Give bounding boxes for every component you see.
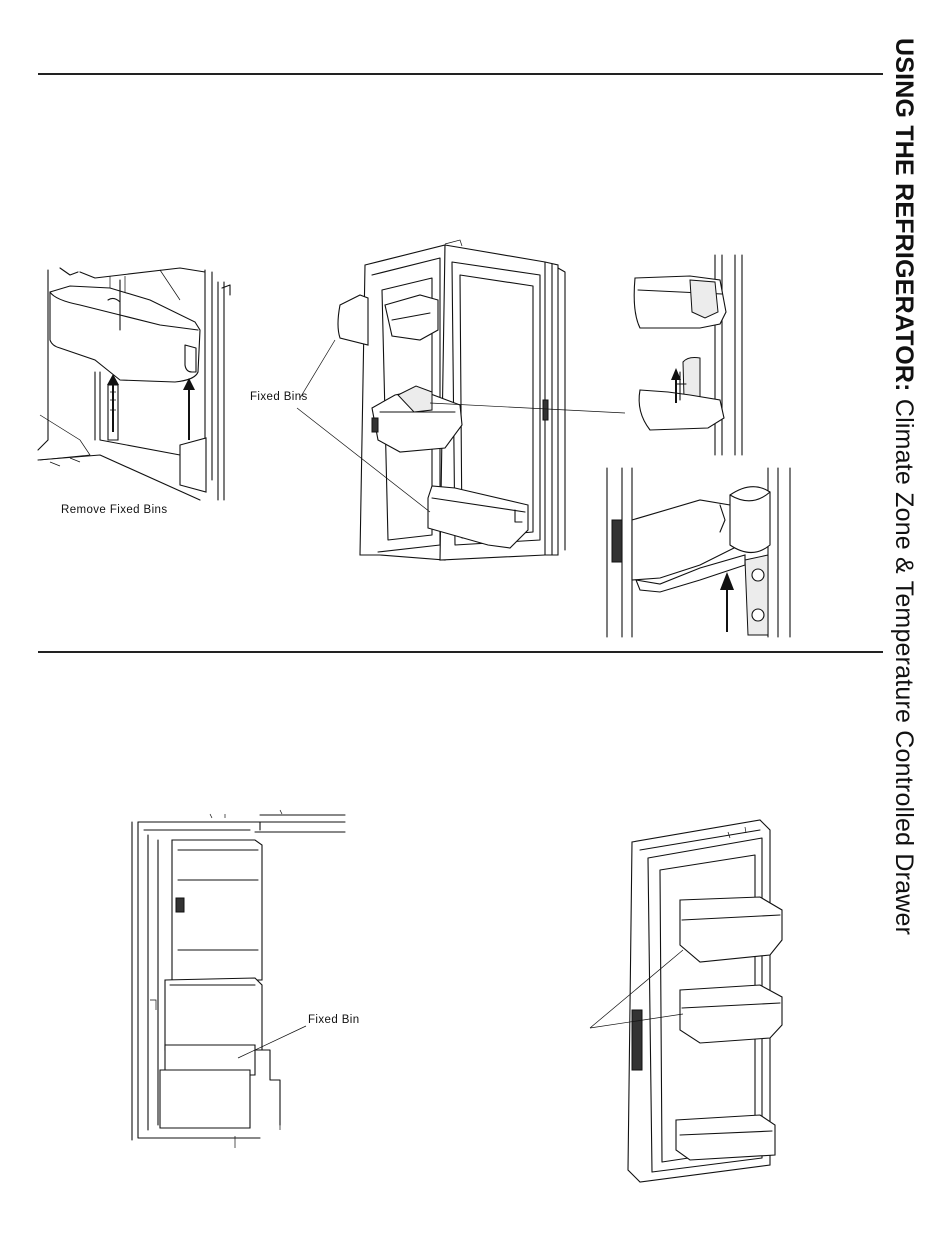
illustration-bin-lift-detail: [634, 255, 742, 455]
illustration-hook-detail: [607, 468, 790, 637]
illustration-door-bins: [590, 820, 782, 1182]
label-remove-fixed-bins: Remove Fixed Bins: [61, 504, 168, 516]
illustration-door-fixed-bins: [338, 240, 565, 560]
illustration-drawer-side-view: [132, 810, 345, 1148]
label-fixed-bin: Fixed Bin: [308, 1014, 360, 1026]
illustration-remove-fixed-bins: [38, 268, 230, 500]
label-fixed-bins: Fixed Bins: [250, 391, 308, 403]
